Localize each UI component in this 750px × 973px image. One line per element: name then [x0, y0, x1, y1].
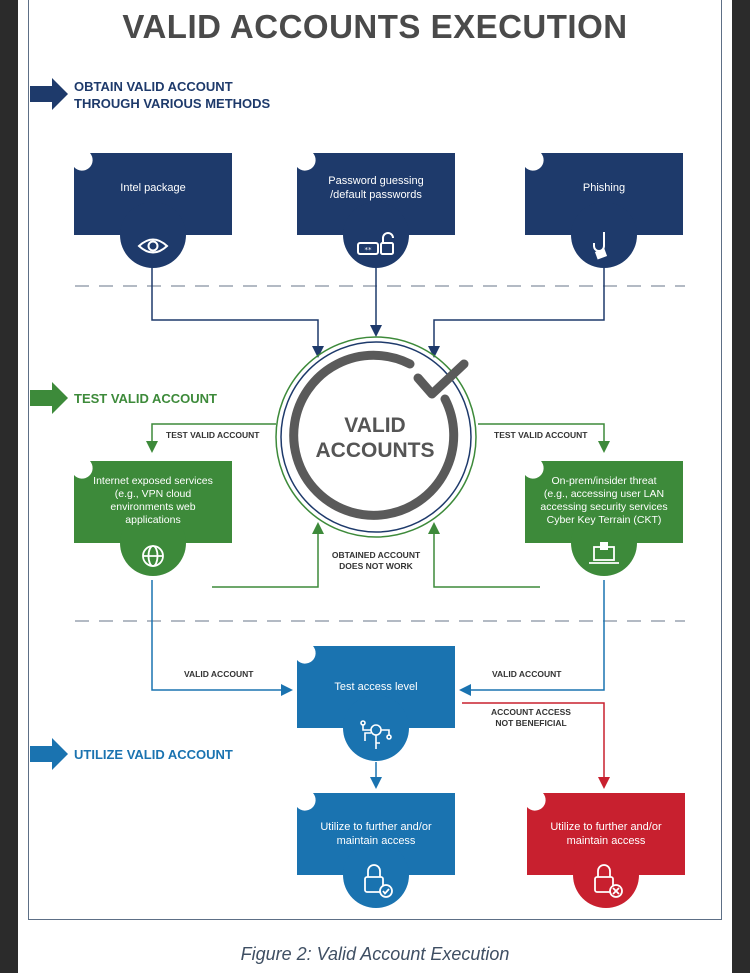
- valid-accounts-circle: [275, 336, 477, 538]
- section-arrow-utilize: [30, 738, 68, 770]
- valid-accounts-label: VALID ACCOUNTS: [315, 414, 435, 462]
- test-valid-account-label-right: TEST VALID ACCOUNT: [494, 430, 588, 440]
- section-label-obtain: OBTAIN VALID ACCOUNT THROUGH VARIOUS MET…: [74, 79, 271, 111]
- lock-check-icon: [364, 864, 393, 898]
- circuit-key-icon: [360, 720, 392, 749]
- utilize-access-box: Utilize to further and/or maintain acces…: [320, 821, 432, 847]
- section-label-utilize: UTILIZE VALID ACCOUNT: [74, 747, 233, 762]
- eye-icon: [137, 238, 169, 254]
- valid-account-label-right: VALID ACCOUNT: [492, 669, 562, 679]
- test-access-level-box: Test access level: [334, 681, 418, 693]
- checkmark-icon: [413, 359, 469, 399]
- valid-account-label-left: VALID ACCOUNT: [184, 669, 254, 679]
- globe-icon: [142, 545, 164, 567]
- internet-exposed-services-box: Internet exposed services (e.g., VPN clo…: [93, 475, 213, 526]
- test-valid-account-label-left: TEST VALID ACCOUNT: [166, 430, 260, 440]
- figure-caption: Figure 2: Valid Account Execution: [240, 944, 510, 964]
- password-guessing-box: Password guessing /default passwords: [328, 175, 424, 201]
- utilize-access-denied-box: Utilize to further and/or maintain acces…: [550, 821, 662, 847]
- phishing-box: Phishing: [582, 182, 626, 194]
- diagram-title: VALID ACCOUNTS EXECUTION: [122, 8, 628, 45]
- section-label-test: TEST VALID ACCOUNT: [74, 391, 217, 406]
- svg-text:**: **: [365, 246, 373, 254]
- onprem-insider-threat-box: On-prem/insider threat (e.g., accessing …: [540, 475, 668, 526]
- diagram-frame: [28, 0, 722, 920]
- laptop-icon: [589, 542, 619, 564]
- password-lock-icon: **: [357, 232, 394, 255]
- section-arrow-obtain: [30, 78, 68, 110]
- account-not-work-label: OBTAINED ACCOUNT DOES NOT WORK: [331, 550, 421, 571]
- phishing-hook-icon: [593, 232, 608, 260]
- box-shapes: [74, 153, 685, 908]
- intel-package-box: Intel package: [120, 182, 186, 194]
- corner-badges: [74, 153, 546, 811]
- lock-x-icon: [594, 864, 623, 898]
- access-not-beneficial-label: ACCOUNT ACCESS NOT BENEFICIAL: [491, 707, 571, 728]
- section-arrow-test: [30, 382, 68, 414]
